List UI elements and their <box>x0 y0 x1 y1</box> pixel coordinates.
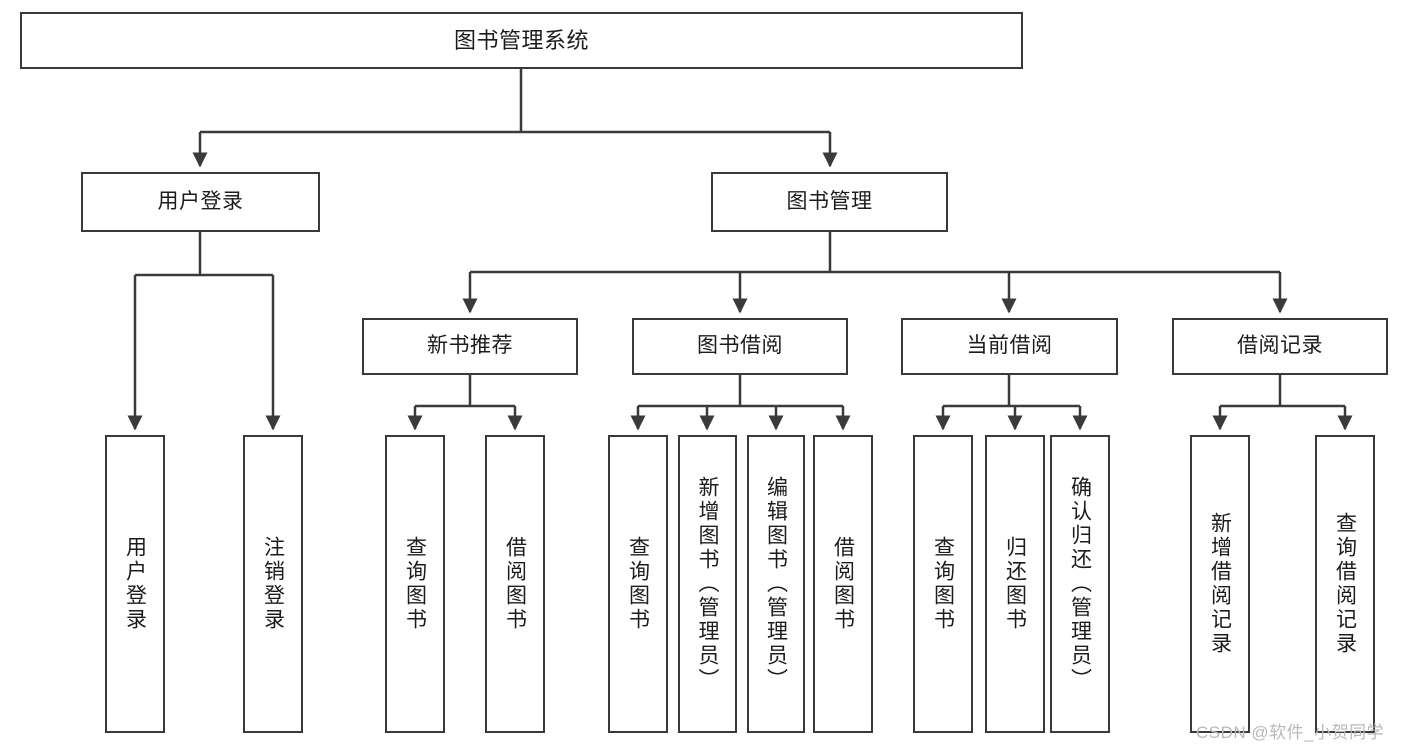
node-leaf-user-login[interactable]: 用户登录 <box>105 435 165 733</box>
csdn-watermark: CSDN @软件_小贺同学 <box>1196 723 1385 742</box>
node-book-borrow-label: 图书借阅 <box>697 334 783 358</box>
node-user-login[interactable]: 用户登录 <box>81 172 320 232</box>
node-leaf-borrow-book-2-label: 借阅图书 <box>831 536 855 632</box>
node-leaf-query-book-1[interactable]: 查询图书 <box>385 435 445 733</box>
node-borrow-record-label: 借阅记录 <box>1237 334 1323 358</box>
node-current-borrow-label: 当前借阅 <box>966 334 1053 358</box>
node-leaf-query-book-2-label: 查询图书 <box>626 536 650 632</box>
node-leaf-add-book-admin[interactable]: 新增图书（管理员） <box>678 435 737 733</box>
node-leaf-add-borrow-record[interactable]: 新增借阅记录 <box>1190 435 1250 733</box>
node-leaf-query-borrow-record[interactable]: 查询借阅记录 <box>1315 435 1375 733</box>
node-leaf-user-login-label: 用户登录 <box>123 536 147 632</box>
node-leaf-query-book-3-label: 查询图书 <box>931 536 955 632</box>
node-leaf-confirm-return-admin[interactable]: 确认归还（管理员） <box>1050 435 1110 733</box>
node-leaf-add-book-admin-label: 新增图书（管理员） <box>696 476 719 692</box>
node-leaf-borrow-book-1-label: 借阅图书 <box>503 536 527 632</box>
node-leaf-confirm-return-admin-label: 确认归还（管理员） <box>1068 476 1092 692</box>
node-leaf-query-book-3[interactable]: 查询图书 <box>913 435 973 733</box>
node-leaf-borrow-book-1[interactable]: 借阅图书 <box>485 435 545 733</box>
node-leaf-return-book[interactable]: 归还图书 <box>985 435 1045 733</box>
node-leaf-query-book-1-label: 查询图书 <box>403 536 427 632</box>
node-new-book-recommend[interactable]: 新书推荐 <box>362 318 578 375</box>
node-root[interactable]: 图书管理系统 <box>20 12 1023 69</box>
node-leaf-borrow-book-2[interactable]: 借阅图书 <box>813 435 873 733</box>
node-leaf-logout-login[interactable]: 注销登录 <box>243 435 303 733</box>
node-leaf-return-book-label: 归还图书 <box>1003 536 1027 632</box>
node-new-book-recommend-label: 新书推荐 <box>427 334 513 358</box>
node-leaf-add-borrow-record-label: 新增借阅记录 <box>1208 512 1232 656</box>
node-book-borrow[interactable]: 图书借阅 <box>632 318 848 375</box>
node-root-label: 图书管理系统 <box>453 27 589 53</box>
node-leaf-query-book-2[interactable]: 查询图书 <box>608 435 668 733</box>
node-leaf-query-borrow-record-label: 查询借阅记录 <box>1333 512 1357 656</box>
node-book-manage[interactable]: 图书管理 <box>711 172 948 232</box>
node-borrow-record[interactable]: 借阅记录 <box>1172 318 1388 375</box>
node-book-manage-label: 图书管理 <box>786 189 873 213</box>
node-current-borrow[interactable]: 当前借阅 <box>901 318 1118 375</box>
node-leaf-edit-book-admin-label: 编辑图书（管理员） <box>764 476 788 692</box>
node-leaf-logout-login-label: 注销登录 <box>261 536 285 632</box>
node-leaf-edit-book-admin[interactable]: 编辑图书（管理员） <box>747 435 805 733</box>
node-user-login-label: 用户登录 <box>157 189 244 213</box>
